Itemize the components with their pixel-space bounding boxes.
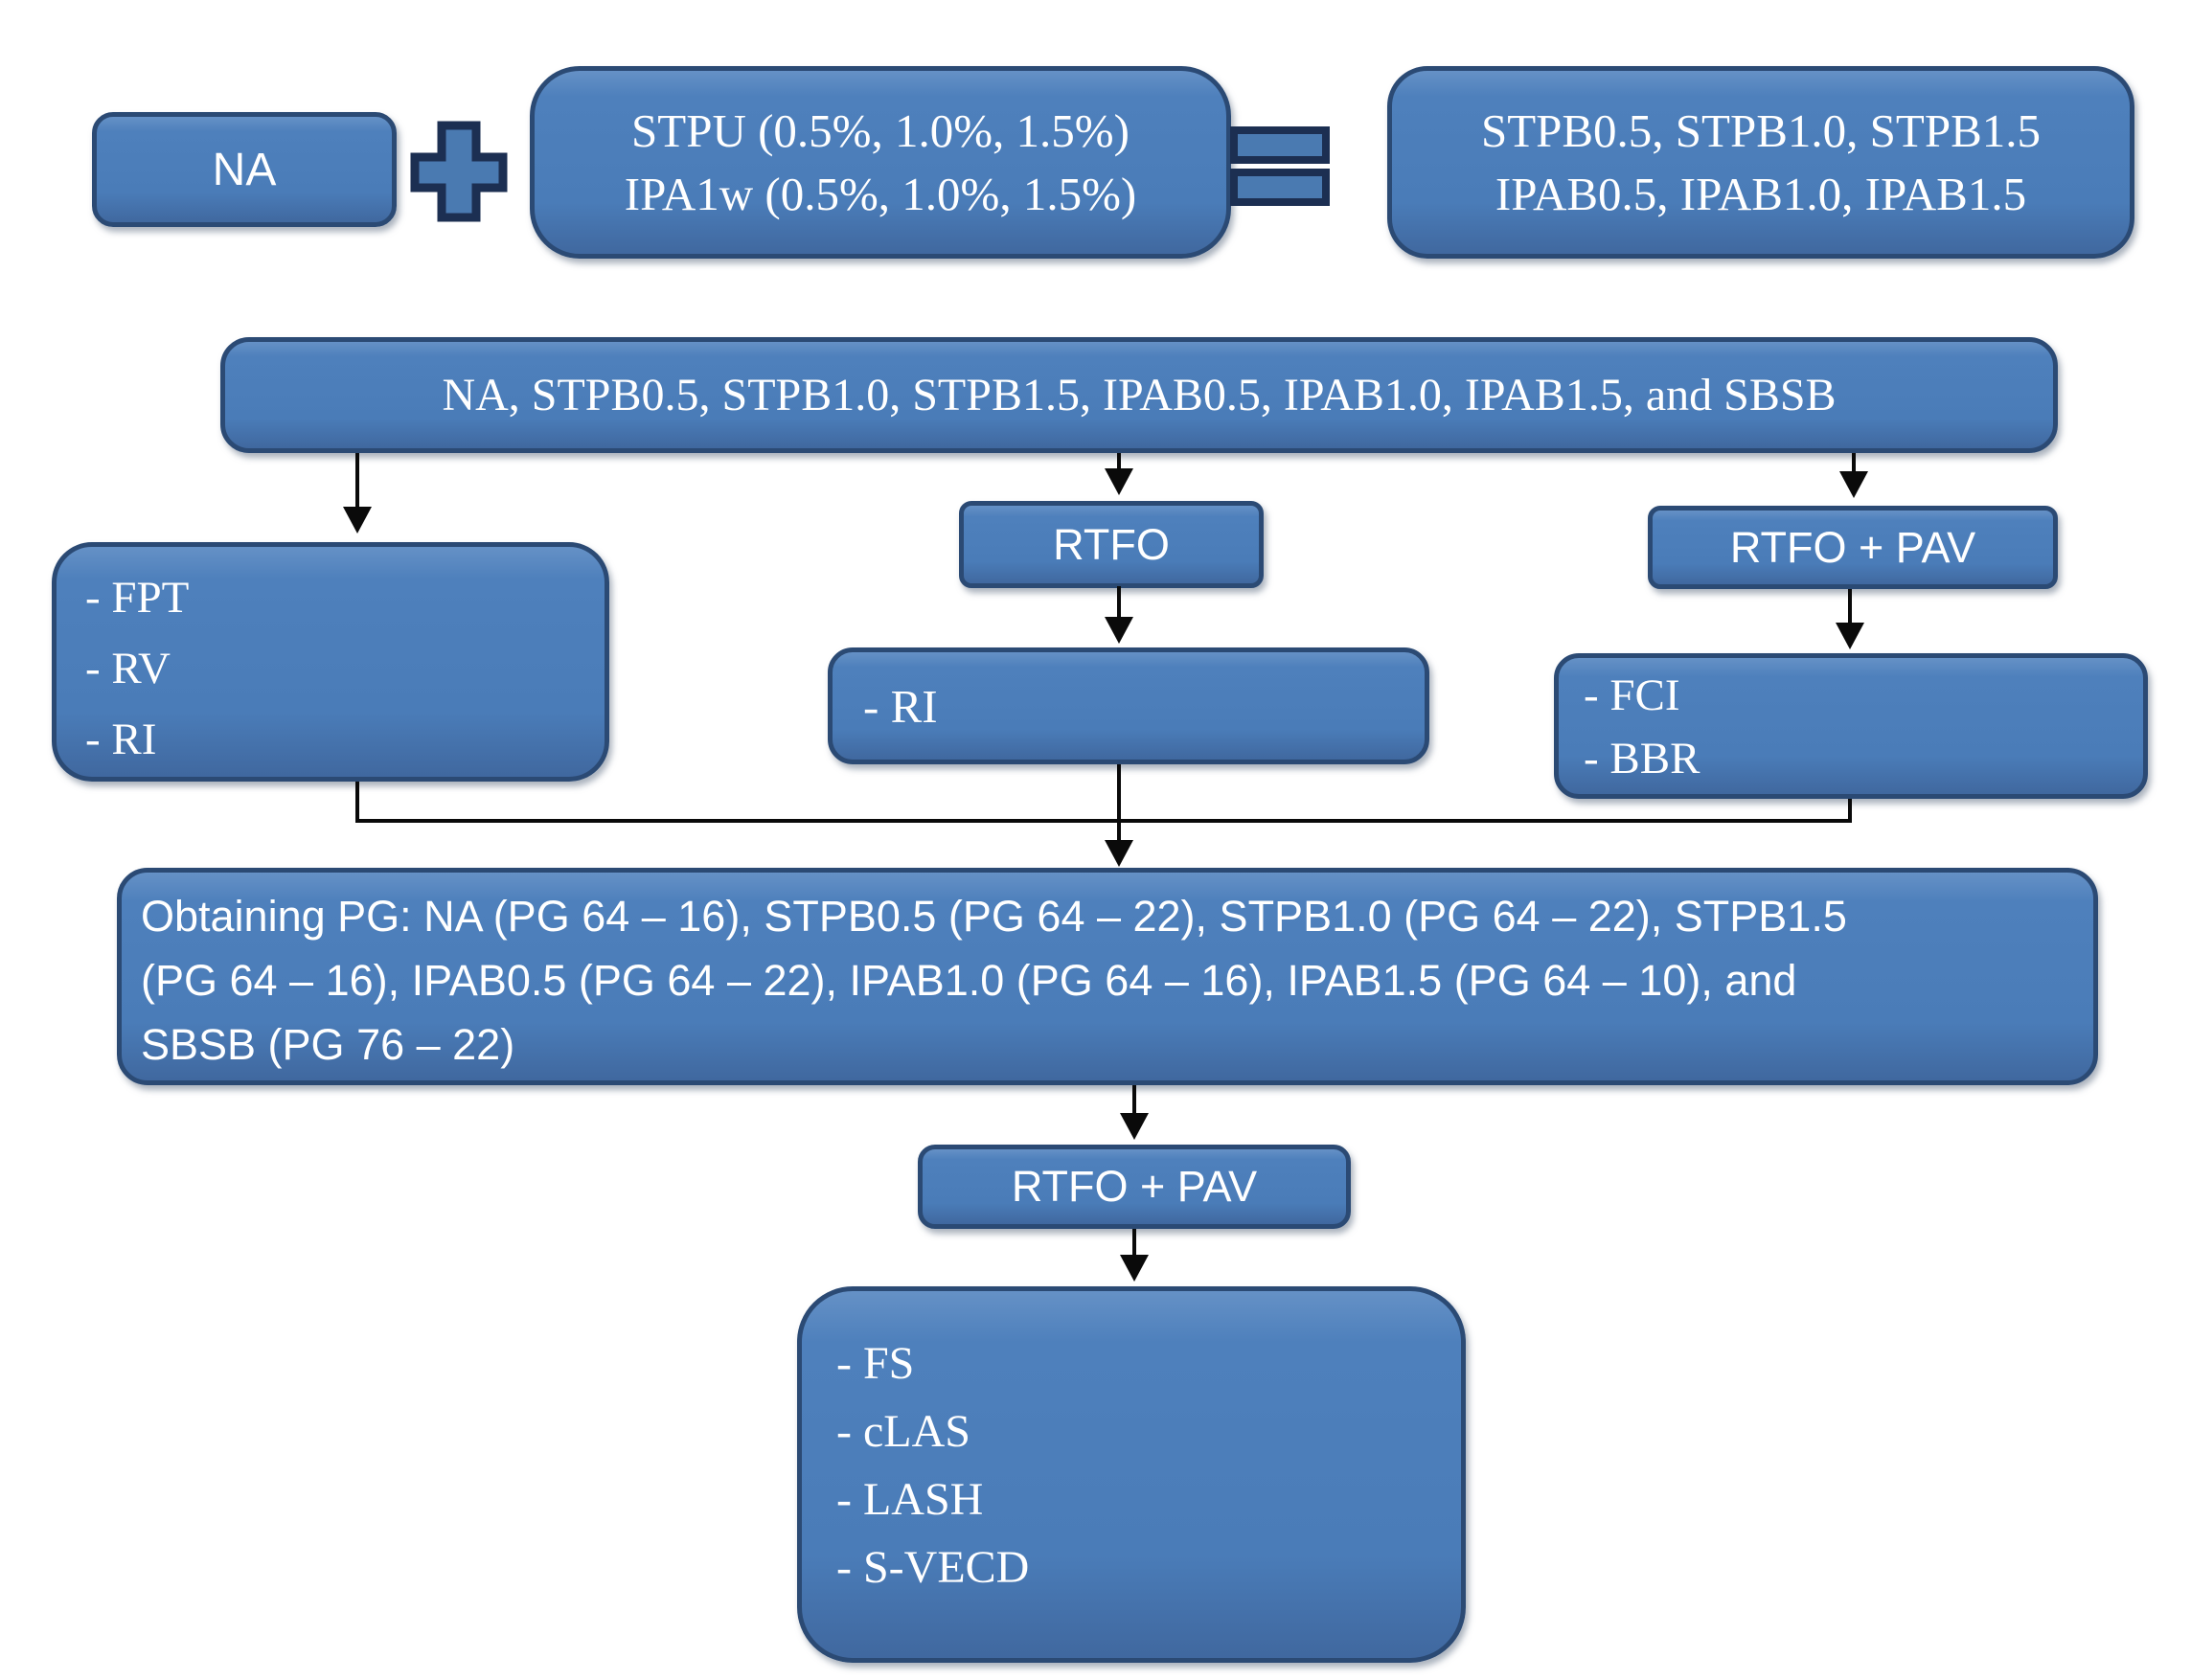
arrow-to-unaged-head [343,507,372,534]
merge-left-elbow [355,782,359,823]
obtaining-pg-line-1: Obtaining PG: NA (PG 64 – 16), STPB0.5 (… [141,892,1847,941]
unaged-test-item: - FPT [85,573,190,623]
arrow-to-rtfopav-head [1839,471,1868,498]
arrow-rtfopav-to-final-head [1120,1255,1149,1282]
rtfo-pav-test-item: - BBR [1584,734,1700,783]
obtaining-pg-line-2: (PG 64 – 16), IPAB0.5 (PG 64 – 22), IPAB… [141,956,1797,1005]
box-rtfo-tests: - RI [828,647,1429,764]
rtfo-test-item: - RI [863,679,938,733]
rtfo-pav-test-item: - FCI [1584,670,1680,720]
arrow-to-unaged-line [355,453,359,509]
arrow-pg-to-rtfopav-head [1120,1113,1149,1140]
merge-arrow-head [1105,840,1133,867]
blends-line-1: STPB0.5, STPB1.0, STPB1.5 [1480,103,2042,157]
rtfo-pav-label: RTFO + PAV [1729,522,1976,572]
box-rtfo-pav-tests: - FCI - BBR [1554,653,2148,799]
equals-icon [1230,126,1330,206]
additives-line-2: IPA1w (0.5%, 1.0%, 1.5%) [624,167,1137,220]
box-additives: STPU (0.5%, 1.0%, 1.5%) IPA1w (0.5%, 1.0… [530,66,1231,259]
rtfo-label: RTFO [1053,519,1170,569]
box-rtfo-pav-final-aging: RTFO + PAV [918,1145,1351,1229]
final-test-item: - S-VECD [836,1542,1030,1593]
box-rtfo: RTFO [959,501,1264,588]
merge-horizontal-line [355,819,1852,823]
final-test-item: - cLAS [836,1406,970,1457]
final-test-item: - LASH [836,1474,984,1525]
base-binder-label: NA [212,144,277,195]
unaged-test-item: - RI [85,715,157,764]
unaged-test-item: - RV [85,644,171,693]
box-unaged-tests: - FPT - RV - RI [52,542,609,782]
final-test-item: - FS [836,1338,915,1389]
box-all-binders: NA, STPB0.5, STPB1.0, STPB1.5, IPAB0.5, … [220,337,2058,453]
arrow-rtfo-to-ri-head [1105,617,1133,644]
arrow-rtfopav-to-final-line [1132,1229,1136,1257]
merge-center-line [1117,764,1121,842]
all-binders-label: NA, STPB0.5, STPB1.0, STPB1.5, IPAB0.5, … [442,370,1837,420]
box-obtaining-pg: Obtaining PG: NA (PG 64 – 16), STPB0.5 (… [117,868,2098,1085]
arrow-rtfopav-to-fci-line [1848,589,1852,624]
box-rtfo-pav-aging: RTFO + PAV [1648,506,2058,589]
arrow-to-rtfo-line [1117,453,1121,470]
arrow-rtfopav-to-fci-head [1836,623,1864,649]
additives-line-1: STPU (0.5%, 1.0%, 1.5%) [631,103,1130,157]
arrow-to-rtfopav-line [1852,453,1856,473]
merge-right-elbow [1848,799,1852,823]
arrow-rtfo-to-ri-line [1117,586,1121,619]
box-base-binder: NA [92,112,397,227]
blends-line-2: IPAB0.5, IPAB1.0, IPAB1.5 [1495,167,2027,220]
plus-icon [410,121,508,222]
box-blend-codes: STPB0.5, STPB1.0, STPB1.5 IPAB0.5, IPAB1… [1387,66,2134,259]
rtfo-pav-final-label: RTFO + PAV [1011,1162,1258,1211]
arrow-to-rtfo-head [1105,468,1133,495]
obtaining-pg-line-3: SBSB (PG 76 – 22) [141,1020,515,1069]
box-final-tests: - FS - cLAS - LASH - S-VECD [797,1286,1466,1663]
arrow-pg-to-rtfopav-line [1132,1085,1136,1115]
